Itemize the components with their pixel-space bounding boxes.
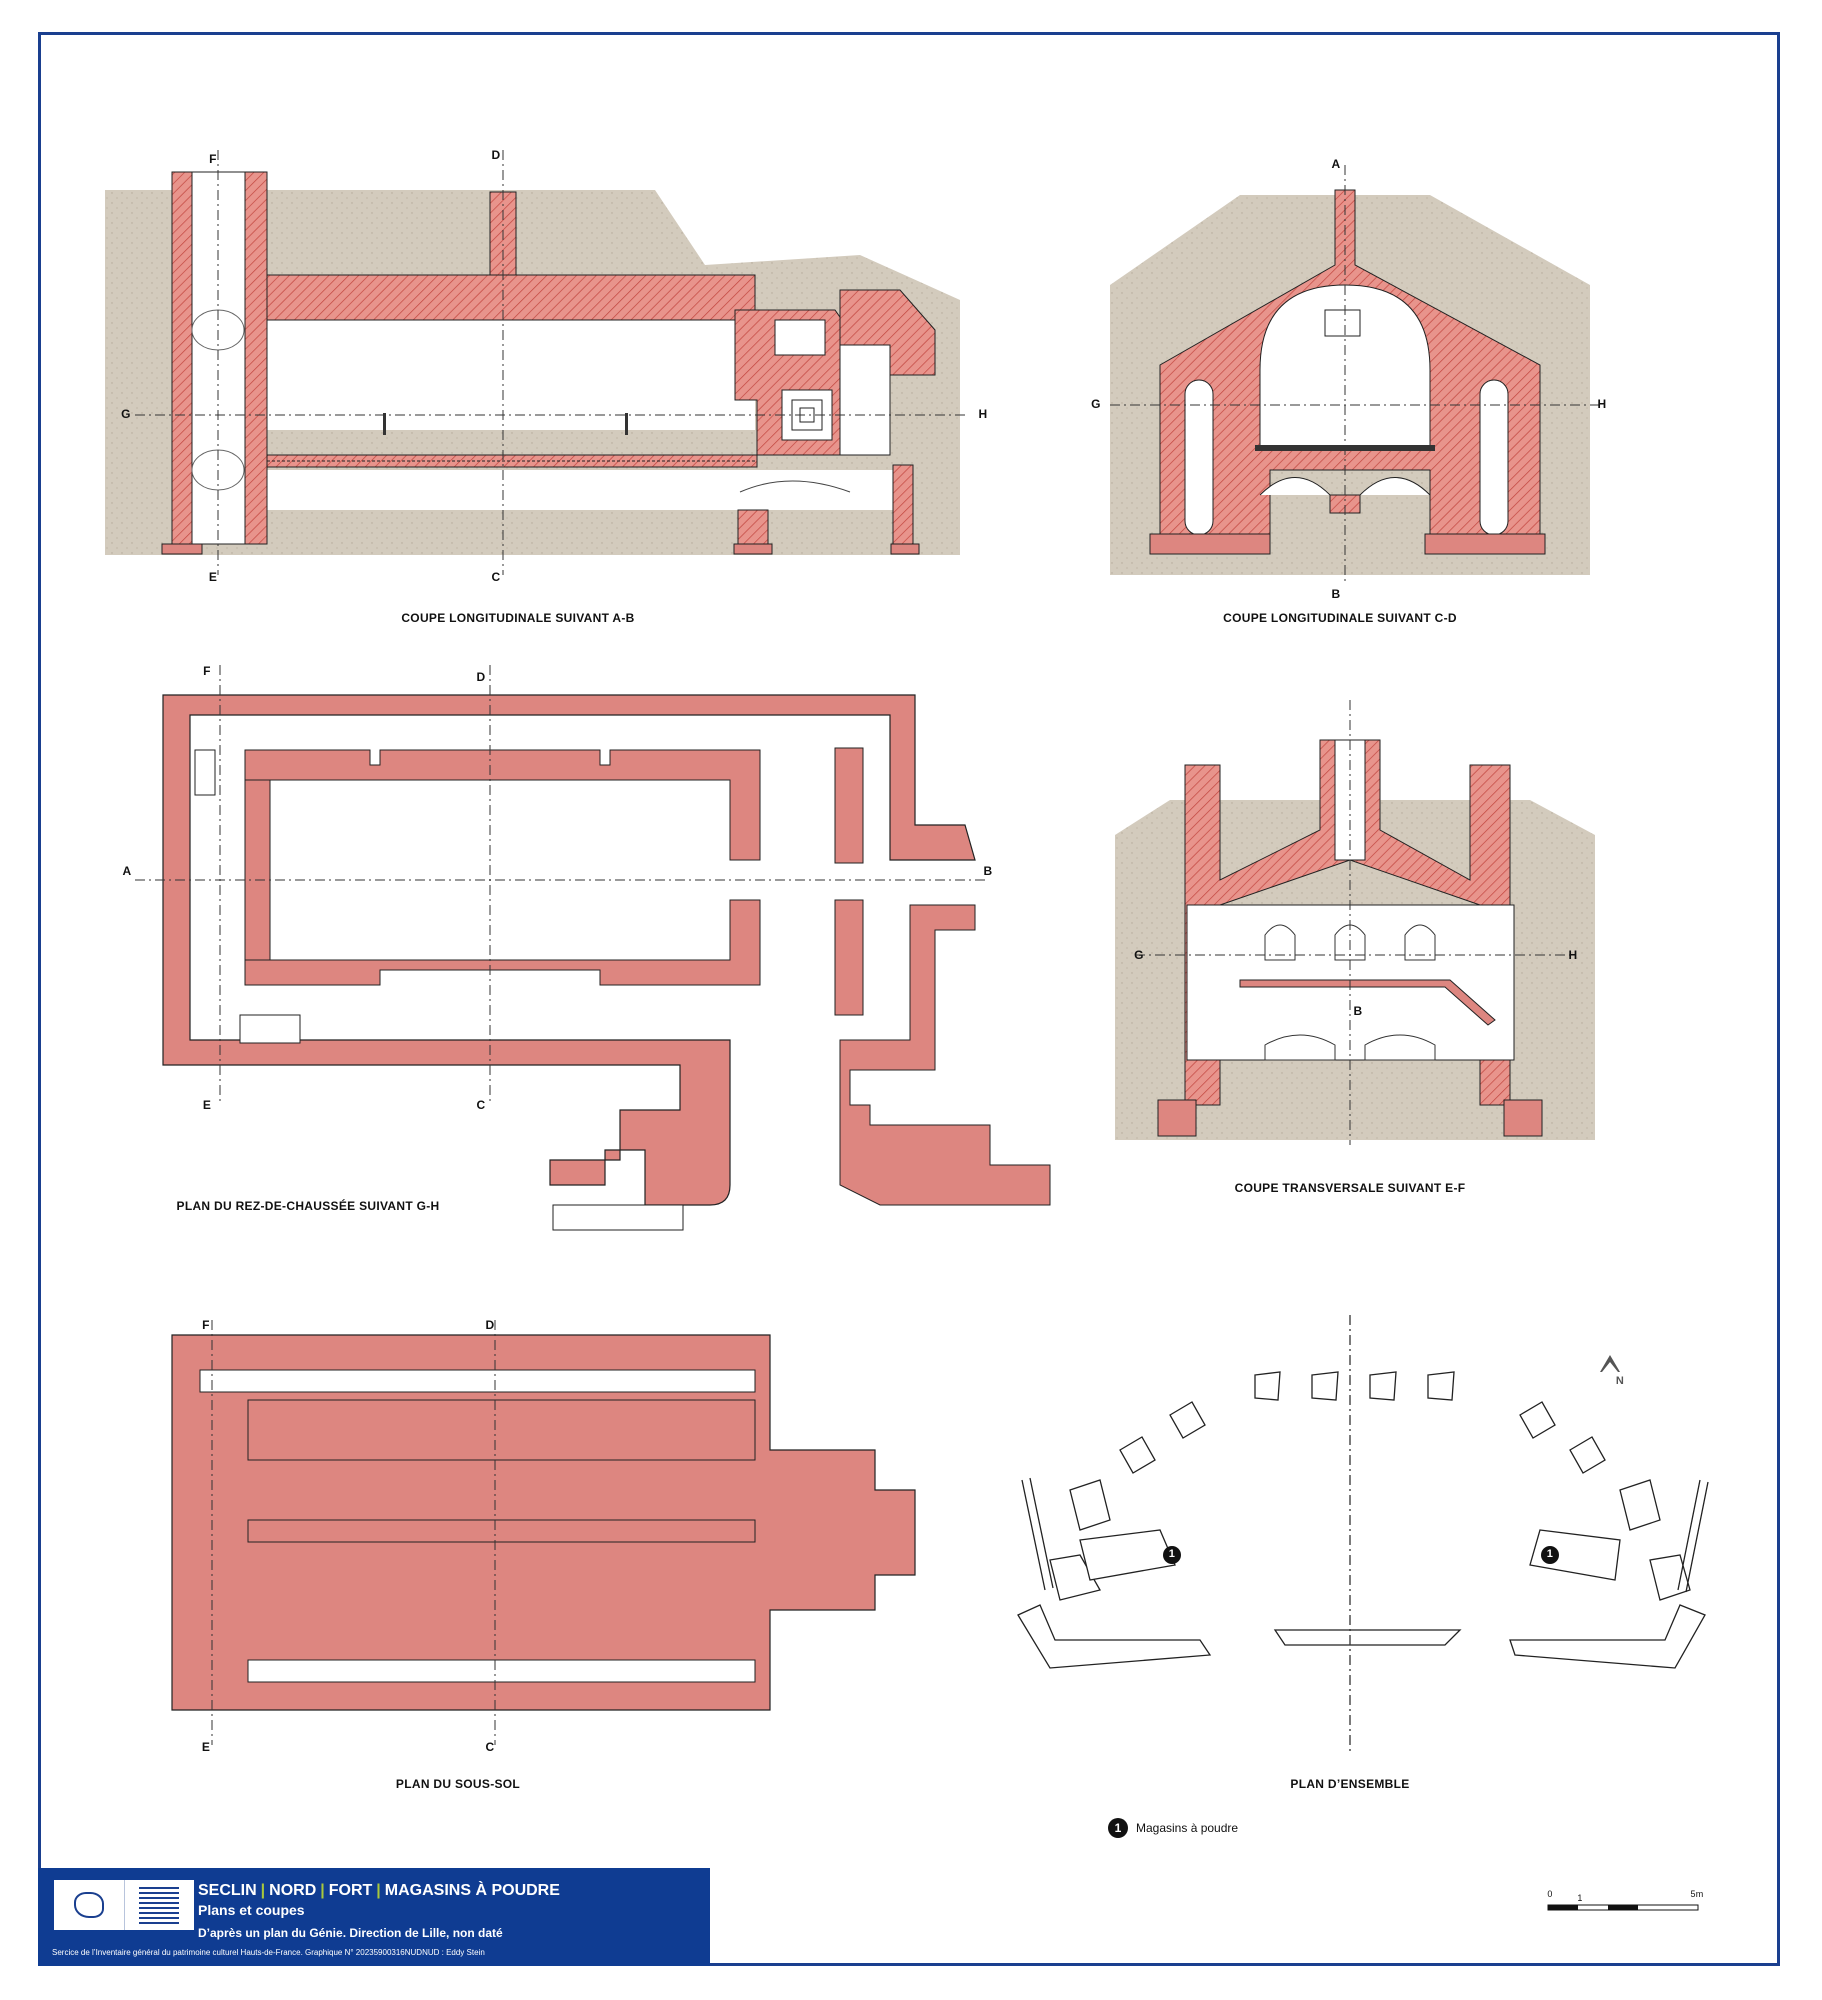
cut-letter-b-cd: B (1331, 587, 1341, 601)
caption-section-cd: COUPE LONGITUDINALE SUIVANT C-D (1223, 611, 1457, 625)
legend-label: Magasins à poudre (1136, 1821, 1239, 1835)
section-cd (1110, 165, 1600, 585)
cut-letter-d-gh: D (476, 670, 486, 684)
cut-letter-b-ef: B (1353, 1004, 1363, 1018)
cut-letter-g-cd: G (1091, 397, 1101, 411)
cut-letter-e-ab: E (208, 570, 218, 584)
caption-plan-basement: PLAN DU SOUS-SOL (395, 1777, 521, 1791)
drawing-frame (38, 32, 1780, 1966)
north-arrow-label: N (1615, 1375, 1625, 1387)
title-source: D’après un plan du Génie. Direction de L… (198, 1926, 503, 1940)
title-subject: MAGASINS À POUDRE (384, 1882, 560, 1899)
title-commune: SECLIN (198, 1882, 257, 1899)
title-credit: Sercice de l’Inventaire général du patri… (52, 1948, 485, 1957)
caption-section-ef: COUPE TRANSVERSALE SUIVANT E-F (1234, 1181, 1466, 1195)
title-department: NORD (269, 1882, 317, 1899)
cut-letter-f-ab: F (209, 152, 217, 166)
inventaire-logo-icon (139, 1886, 180, 1924)
title-site: FORT (328, 1882, 373, 1899)
cut-letter-b-gh: B (983, 864, 993, 878)
cut-letter-f-basement: F (202, 1318, 210, 1332)
plan-basement (171, 1320, 916, 1745)
cut-letter-h-ab: H (978, 407, 988, 421)
cut-letter-e-gh: E (202, 1098, 212, 1112)
cut-letter-a-gh: A (122, 864, 132, 878)
plan-ground-floor (135, 665, 1051, 1231)
scale-label-5m: 5m (1690, 1889, 1704, 1899)
logo-inventaire (125, 1880, 195, 1930)
caption-plan-ground: PLAN DU REZ-DE-CHAUSSÉE SUIVANT G-H (176, 1199, 440, 1213)
cut-letter-g-ef: G (1134, 948, 1144, 962)
caption-section-ab: COUPE LONGITUDINALE SUIVANT A-B (401, 611, 635, 625)
caption-plan-overall: PLAN D’ENSEMBLE (1290, 1777, 1410, 1791)
title-subtitle: Plans et coupes (198, 1902, 305, 1918)
plan-overall (1017, 1315, 1709, 1755)
cut-letter-d-basement: D (485, 1318, 495, 1332)
title-block: SECLIN|NORD|FORT|MAGASINS À POUDRE Plans… (38, 1868, 710, 1966)
cut-letter-d-ab: D (491, 148, 501, 162)
cut-letter-f-gh: F (203, 664, 211, 678)
marker-1-left: 1 (1168, 1548, 1176, 1560)
scale-bar (1547, 1904, 1699, 1911)
cut-letter-c-ab: C (491, 570, 501, 584)
logos (54, 1880, 194, 1930)
section-ab (105, 150, 965, 575)
scale-label-1: 1 (1577, 1893, 1583, 1903)
cut-letter-c-basement: C (485, 1740, 495, 1754)
logo-region (54, 1880, 125, 1930)
cut-letter-e-basement: E (201, 1740, 211, 1754)
legend-number: 1 (1108, 1818, 1128, 1838)
cut-letter-a-cd: A (1331, 157, 1341, 171)
marker-1-right: 1 (1546, 1548, 1554, 1560)
scale-label-0: 0 (1547, 1889, 1553, 1899)
cut-letter-g-ab: G (121, 407, 131, 421)
title-main: SECLIN|NORD|FORT|MAGASINS À POUDRE (198, 1882, 560, 1899)
legend: 1 Magasins à poudre (1108, 1818, 1238, 1838)
cut-letter-c-gh: C (476, 1098, 486, 1112)
section-ef (1115, 700, 1595, 1145)
cut-letter-h-cd: H (1597, 397, 1607, 411)
cut-letter-h-ef: H (1568, 948, 1578, 962)
france-map-icon (73, 1892, 104, 1918)
